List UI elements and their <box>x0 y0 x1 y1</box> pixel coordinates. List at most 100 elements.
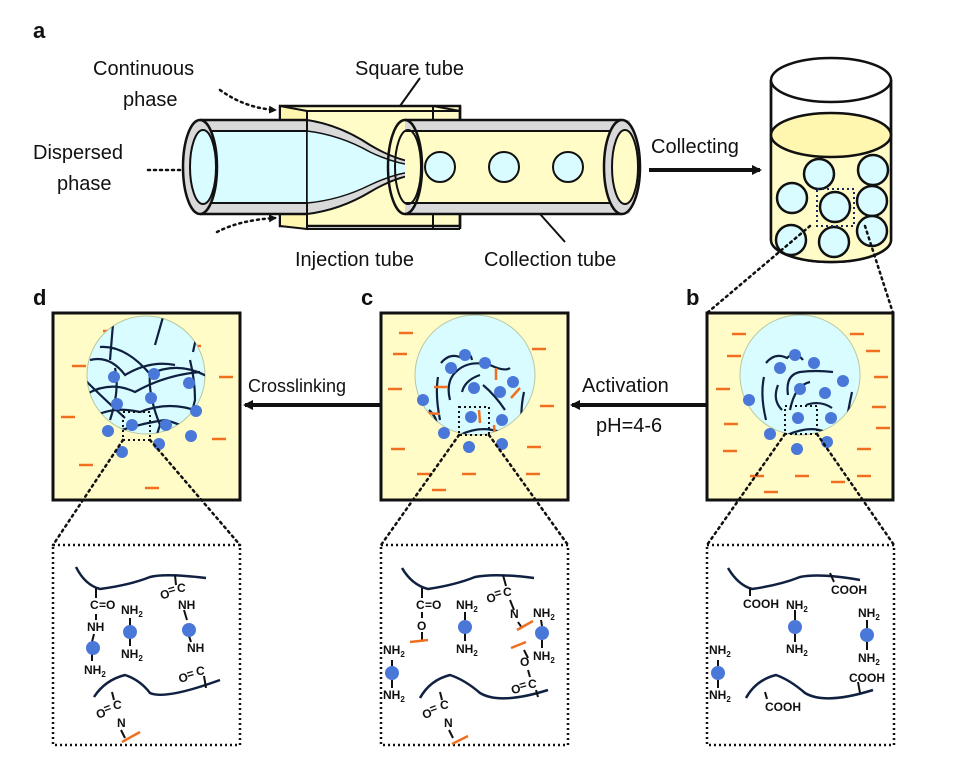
zoom-box-c-frame <box>379 543 570 747</box>
zoom-line-b-right <box>863 224 895 315</box>
chem-cooh: COOH <box>765 700 801 714</box>
chem-o: O <box>520 655 529 669</box>
hydrazide-beads <box>86 623 196 655</box>
continuous-phase-label-2: phase <box>123 89 178 111</box>
chem-nh2: NH2 <box>84 663 106 679</box>
collecting-label: Collecting <box>651 136 739 158</box>
continuous-phase-label-1: Continuous <box>93 58 194 80</box>
continuous-phase-arrow-bottom <box>215 214 277 234</box>
chem-o: O <box>94 705 108 721</box>
panel-letter-a: a <box>33 18 46 43</box>
polymer-chain <box>744 673 874 700</box>
zoom-box-b: COOH COOH NH2 NH2 NH2 NH2 NH2 NH2 COOH C… <box>705 543 896 747</box>
droplet <box>552 151 584 183</box>
chem-nh2: NH2 <box>456 598 478 614</box>
polymer-chain <box>418 673 549 700</box>
chem-double-bond: = <box>493 585 503 600</box>
activator-marks <box>409 619 534 746</box>
chem-double-bond: = <box>425 598 432 612</box>
polymer-chain <box>400 567 535 591</box>
activated-ester-marks <box>425 368 521 435</box>
chem-c: C <box>440 698 449 712</box>
polymer-chain <box>726 567 861 591</box>
chem-nh2: NH2 <box>121 647 143 663</box>
zoom-line-b-left <box>705 224 812 315</box>
panel-b <box>705 311 896 547</box>
polymer-chain <box>92 673 221 698</box>
zoom-region-c <box>458 406 490 436</box>
activator-mark <box>121 730 141 744</box>
hydrazide-beads <box>385 620 549 680</box>
chem-nh2: NH2 <box>786 598 808 614</box>
chem-o: O <box>159 586 172 602</box>
chem-double-bond: = <box>185 666 195 681</box>
hydrogel-microsphere <box>86 315 206 435</box>
chem-c: C <box>196 664 205 678</box>
zoom-box-b-frame <box>705 543 896 747</box>
chem-double-bond: = <box>428 701 439 717</box>
hydrazide-beads <box>102 368 202 458</box>
chem-cooh: COOH <box>743 597 779 611</box>
panel-c <box>379 311 570 547</box>
chem-nh2: NH2 <box>533 649 555 665</box>
chem-n: N <box>117 716 126 730</box>
chem-c: C <box>113 698 122 712</box>
panel-letter-b: b <box>686 285 699 310</box>
chem-c: C <box>90 598 99 612</box>
panel-letter-c: c <box>361 285 373 310</box>
droplet <box>424 151 456 183</box>
chem-nh: NH <box>87 620 104 634</box>
zoom-box-d: C = O NH NH2 NH2 NH2 O = C NH NH O = C O… <box>51 543 242 747</box>
chem-nh2: NH2 <box>858 606 880 622</box>
panel-letter-d: d <box>33 285 46 310</box>
chem-nh2: NH2 <box>858 651 880 667</box>
hydrazide-beads <box>711 620 874 680</box>
continuous-phase-arrow-top <box>218 88 277 114</box>
dispersed-phase-label-1: Dispersed <box>33 142 123 164</box>
chem-nh2: NH2 <box>709 643 731 659</box>
collection-beaker <box>769 56 893 264</box>
chem-nh2: NH2 <box>533 606 555 622</box>
chem-o: O <box>509 681 522 697</box>
chem-o: O <box>417 619 426 633</box>
chem-o: O <box>485 590 498 606</box>
chem-nh2: NH2 <box>383 688 405 704</box>
chem-cooh: COOH <box>849 671 885 685</box>
activation-label: Activation <box>582 375 669 397</box>
chem-nh2: NH2 <box>121 603 143 619</box>
chem-nh2: NH2 <box>709 688 731 704</box>
ph-label: pH=4-6 <box>596 415 662 437</box>
zoom-region-b <box>784 405 818 435</box>
crosslinking-label: Crosslinking <box>248 376 346 396</box>
zoom-box-c: C = O O NH2 NH2 O = C N NH2 NH2 NH2 NH2 … <box>379 543 570 747</box>
polymer-chain <box>74 566 207 591</box>
panel-a: a Continuous phase Dispersed phase Squar… <box>33 18 895 315</box>
beaker-zoom-region <box>816 188 855 227</box>
injection-tube <box>181 118 419 216</box>
chem-o: O <box>177 670 190 686</box>
chem-double-bond: = <box>99 598 106 612</box>
panel-d <box>51 311 242 547</box>
chem-double-bond: = <box>166 582 176 597</box>
square-tube-label: Square tube <box>355 58 464 80</box>
chem-o: O <box>420 706 434 722</box>
chem-nh: NH <box>187 641 204 655</box>
chem-c: C <box>528 677 537 691</box>
chem-c: C <box>503 585 512 599</box>
chem-c: C <box>177 581 186 595</box>
injection-tube-label: Injection tube <box>295 249 414 271</box>
chem-double-bond: = <box>102 700 113 716</box>
chem-o: O <box>106 598 115 612</box>
chem-n: N <box>510 607 519 621</box>
droplet <box>488 151 520 183</box>
hydrazide-beads <box>417 349 519 453</box>
collection-tube-label: Collection tube <box>484 249 616 271</box>
chem-nh2: NH2 <box>383 643 405 659</box>
chem-nh: NH <box>178 598 195 612</box>
chem-cooh: COOH <box>831 583 867 597</box>
chem-o: O <box>432 598 441 612</box>
chem-double-bond: = <box>518 677 528 692</box>
chem-nh2: NH2 <box>786 642 808 658</box>
dispersed-phase-label-2: phase <box>57 173 112 195</box>
